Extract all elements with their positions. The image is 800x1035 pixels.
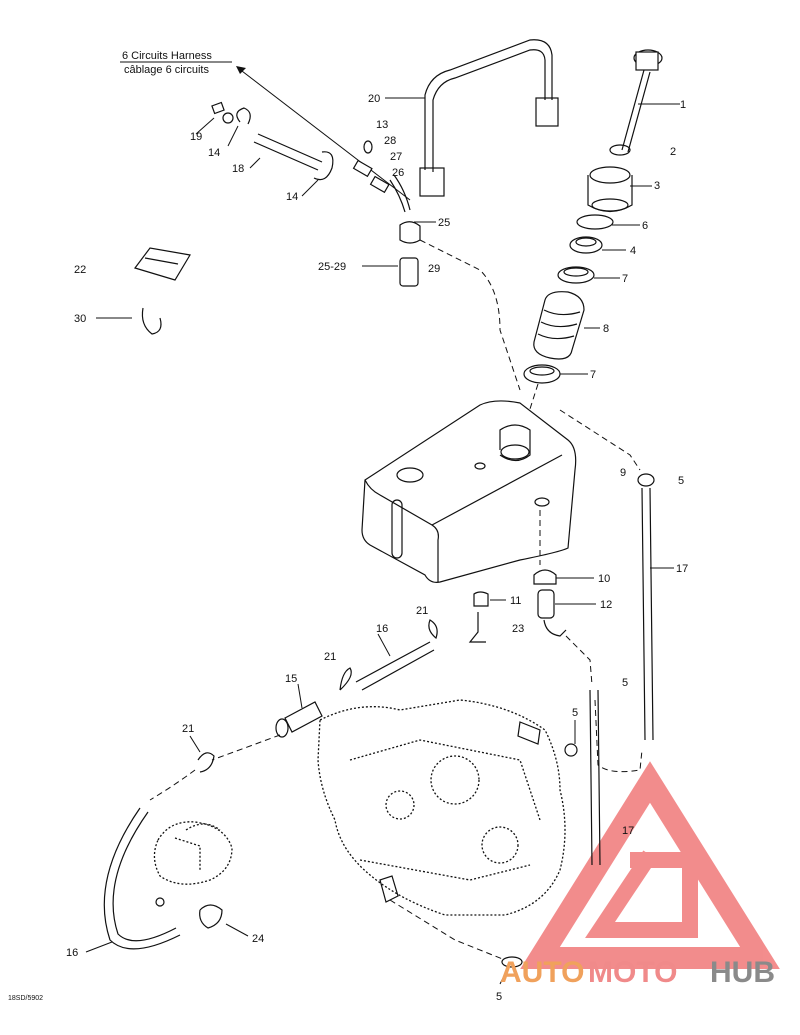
fuel-pump (153, 821, 233, 907)
filler-neck-stack (519, 166, 633, 441)
leader-lines (85, 97, 680, 985)
callout-21-top: 21 (416, 605, 428, 617)
figure-code: 18SD/5902 (8, 995, 43, 1002)
watermark-auto: AUTO (500, 956, 584, 989)
callout-2: 2 (670, 146, 676, 158)
callout-23: 23 (512, 623, 524, 635)
callout-11: 11 (510, 595, 521, 607)
engine-outline (317, 689, 643, 968)
watermark-text: AUTO MOTO HUB (500, 956, 775, 989)
callout-15: 15 (285, 673, 297, 685)
callout-28: 28 (384, 135, 396, 147)
vent-hose-17 (637, 473, 655, 741)
callout-16-lower: 16 (66, 947, 78, 959)
callout-21-mid: 21 (324, 651, 336, 663)
callout-4: 4 (630, 245, 636, 257)
callout-10: 10 (598, 573, 610, 585)
callout-17-right: 17 (676, 563, 688, 575)
callout-13: 13 (376, 119, 388, 131)
callout-29: 29 (428, 263, 440, 275)
callout-14-upper: 14 (208, 147, 220, 159)
part-20-strap (419, 39, 559, 197)
callout-22: 22 (74, 264, 86, 276)
callout-12: 12 (600, 599, 612, 611)
callout-30: 30 (74, 313, 86, 325)
callout-5-mid: 5 (622, 677, 628, 689)
callout-7-lower: 7 (590, 369, 596, 381)
callouts: 1 2 3 4 5 5 5 5 6 7 7 8 9 10 11 12 13 14… (66, 93, 688, 1003)
callout-20: 20 (368, 93, 380, 105)
callout-17-lower: 17 (622, 825, 634, 837)
callout-18: 18 (232, 163, 244, 175)
callout-14-lower: 14 (286, 191, 298, 203)
fuel-pickup-parts (468, 569, 593, 686)
vent-hose-parts (134, 101, 334, 335)
callout-16-upper: 16 (376, 623, 388, 635)
callout-7-upper: 7 (622, 273, 628, 285)
callout-1: 1 (680, 99, 686, 111)
callout-24: 24 (252, 933, 264, 945)
harness-label-en: 6 Circuits Harness (122, 50, 212, 62)
callout-3: 3 (654, 180, 660, 192)
callout-5-engine: 5 (572, 707, 578, 719)
callout-19: 19 (190, 131, 202, 143)
vent-assembly (352, 140, 641, 471)
watermark-logo (520, 761, 780, 969)
callout-26: 26 (392, 167, 404, 179)
harness-note: 6 Circuits Harness câblage 6 circuits (120, 50, 411, 201)
callout-25-29: 25-29 (318, 261, 346, 273)
callout-6: 6 (642, 220, 648, 232)
callout-9: 9 (620, 467, 626, 479)
watermark-moto: MOTO (588, 956, 677, 989)
callout-5-bottom: 5 (496, 991, 502, 1003)
callout-21-left: 21 (182, 723, 194, 735)
callout-27: 27 (390, 151, 402, 163)
callout-8: 8 (603, 323, 609, 335)
callout-5-top: 5 (678, 475, 684, 487)
fuel-tank (361, 400, 577, 583)
harness-label-fr: câblage 6 circuits (124, 64, 209, 76)
part-1-cap-dipstick (609, 49, 663, 156)
watermark-hub: HUB (710, 956, 775, 989)
fuel-lines (103, 619, 438, 950)
callout-25: 25 (438, 217, 450, 229)
